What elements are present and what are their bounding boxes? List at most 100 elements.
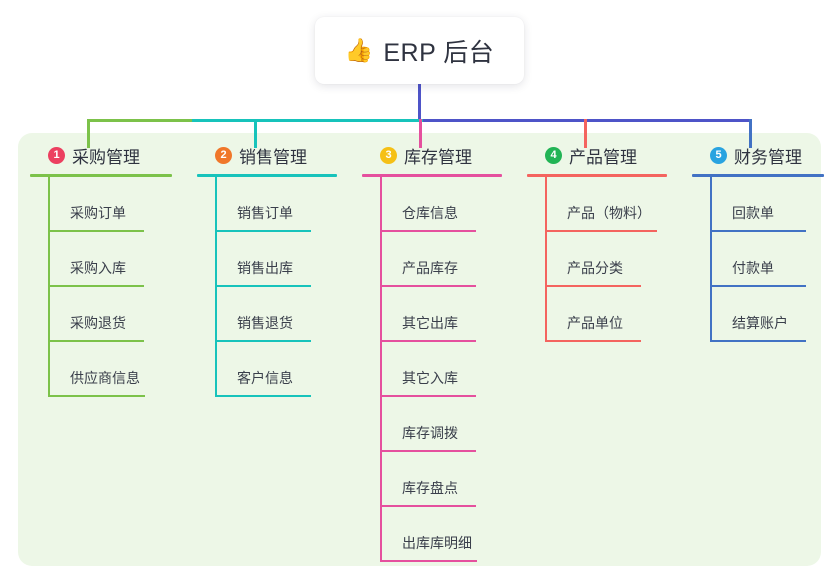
branch-spine — [710, 177, 712, 342]
leaf-node[interactable]: 采购订单 — [48, 177, 190, 232]
leaf-label: 客户信息 — [237, 370, 293, 386]
leaf-label: 销售订单 — [237, 205, 293, 221]
leaf-node[interactable]: 销售退货 — [215, 287, 355, 342]
leaf-rule — [215, 395, 311, 397]
leaf-rule — [48, 230, 144, 232]
leaf-rule — [215, 285, 311, 287]
branch-spine — [380, 177, 382, 562]
branch-body: 产品（物料） 产品分类产品单位 — [545, 177, 685, 342]
branch-column-5: 5 财务管理回款单付款单结算账户 — [692, 143, 839, 342]
leaf-node[interactable]: 仓库信息 — [380, 177, 520, 232]
leaf-rule — [380, 395, 476, 397]
leaf-node[interactable]: 库存调拨 — [380, 397, 520, 452]
bus-segment-1 — [87, 119, 192, 122]
leaf-rule — [48, 340, 144, 342]
leaf-label: 采购入库 — [70, 260, 126, 276]
leaf-label: 采购订单 — [70, 205, 126, 221]
leaf-node[interactable]: 付款单 — [710, 232, 839, 287]
branch-column-4: 4 产品管理产品（物料） 产品分类产品单位 — [527, 143, 685, 342]
leaf-rule — [380, 285, 476, 287]
branch-number-badge: 3 — [380, 146, 397, 164]
leaf-rule — [545, 230, 657, 232]
branch-body: 回款单付款单结算账户 — [710, 177, 839, 342]
branch-spine — [215, 177, 217, 397]
leaf-node[interactable]: 销售订单 — [215, 177, 355, 232]
leaf-node[interactable]: 采购入库 — [48, 232, 190, 287]
thumbs-up-icon: 👍 — [344, 37, 374, 63]
branch-number-badge: 5 — [710, 146, 727, 164]
leaf-node[interactable]: 结算账户 — [710, 287, 839, 342]
leaf-rule — [380, 560, 477, 562]
diagram-panel — [18, 133, 821, 566]
leaf-rule — [215, 230, 311, 232]
leaf-rule — [380, 505, 476, 507]
leaf-rule — [215, 340, 311, 342]
leaf-label: 其它入库 — [402, 370, 458, 386]
branch-header-3[interactable]: 3 库存管理 — [362, 143, 520, 167]
branch-body: 销售订单销售出库销售退货客户信息 — [215, 177, 355, 397]
leaf-rule — [48, 285, 144, 287]
branch-header-5[interactable]: 5 财务管理 — [692, 143, 839, 167]
root-node-title: ERP 后台 — [383, 38, 495, 67]
branch-header-rule — [197, 174, 337, 177]
leaf-node[interactable]: 产品单位 — [545, 287, 685, 342]
branch-title: 销售管理 — [239, 147, 307, 167]
branch-header-rule — [362, 174, 502, 177]
leaf-label: 销售出库 — [237, 260, 293, 276]
leaf-node[interactable]: 产品分类 — [545, 232, 685, 287]
leaf-rule — [380, 340, 476, 342]
leaf-rule — [380, 230, 476, 232]
leaf-label: 供应商信息 — [70, 370, 140, 386]
branch-body: 采购订单采购入库采购退货供应商信息 — [48, 177, 190, 397]
leaf-node[interactable]: 产品（物料） — [545, 177, 685, 232]
branch-header-4[interactable]: 4 产品管理 — [527, 143, 685, 167]
branch-body: 仓库信息产品库存其它出库其它入库库存调拨库存盘点出库库明细 — [380, 177, 520, 562]
leaf-node[interactable]: 其它入库 — [380, 342, 520, 397]
root-node[interactable]: 👍 ERP 后台 — [315, 17, 524, 84]
leaf-rule — [710, 285, 806, 287]
leaf-label: 库存盘点 — [402, 480, 458, 496]
leaf-rule — [545, 340, 641, 342]
branch-title: 采购管理 — [72, 147, 140, 167]
leaf-label: 产品分类 — [567, 260, 623, 276]
leaf-node[interactable]: 产品库存 — [380, 232, 520, 287]
leaf-rule — [710, 340, 806, 342]
leaf-label: 销售退货 — [237, 315, 293, 331]
leaf-node[interactable]: 其它出库 — [380, 287, 520, 342]
leaf-label: 结算账户 — [732, 315, 788, 331]
leaf-rule — [380, 450, 476, 452]
leaf-node[interactable]: 采购退货 — [48, 287, 190, 342]
leaf-label: 产品（物料） — [567, 205, 651, 221]
leaf-node[interactable]: 客户信息 — [215, 342, 355, 397]
leaf-label: 仓库信息 — [402, 205, 458, 221]
branch-number-badge: 4 — [545, 146, 562, 164]
leaf-node[interactable]: 回款单 — [710, 177, 839, 232]
drop-connector-2 — [254, 119, 257, 148]
branch-header-rule — [527, 174, 667, 177]
drop-connector-4 — [584, 119, 587, 148]
leaf-node[interactable]: 供应商信息 — [48, 342, 190, 397]
leaf-label: 付款单 — [732, 260, 774, 276]
drop-connector-5 — [749, 119, 752, 148]
branch-title: 库存管理 — [404, 147, 472, 167]
branch-column-1: 1 采购管理采购订单采购入库采购退货供应商信息 — [30, 143, 190, 397]
leaf-label: 库存调拨 — [402, 425, 458, 441]
branch-header-1[interactable]: 1 采购管理 — [30, 143, 190, 167]
branch-column-3: 3 库存管理仓库信息产品库存其它出库其它入库库存调拨库存盘点出库库明细 — [362, 143, 520, 562]
drop-connector-1 — [87, 119, 90, 148]
leaf-node[interactable]: 销售出库 — [215, 232, 355, 287]
branch-title: 产品管理 — [569, 147, 637, 167]
leaf-node[interactable]: 出库库明细 — [380, 507, 520, 562]
branch-number-badge: 1 — [48, 146, 65, 164]
leaf-label: 采购退货 — [70, 315, 126, 331]
bus-segment-3 — [423, 119, 752, 122]
branch-header-rule — [692, 174, 824, 177]
leaf-node[interactable]: 库存盘点 — [380, 452, 520, 507]
root-stem-connector — [418, 84, 421, 122]
leaf-label: 产品单位 — [567, 315, 623, 331]
branch-title: 财务管理 — [734, 147, 802, 167]
leaf-label: 出库库明细 — [402, 535, 472, 551]
